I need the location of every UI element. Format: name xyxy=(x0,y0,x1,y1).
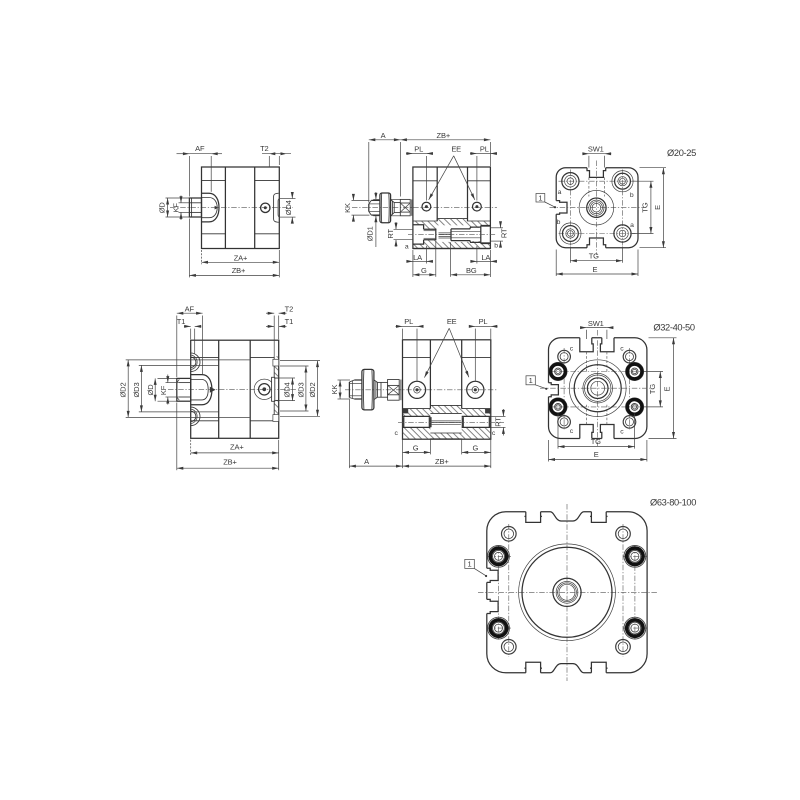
svg-text:TG: TG xyxy=(591,437,601,446)
svg-text:ZB+: ZB+ xyxy=(437,131,451,140)
svg-text:ØD2: ØD2 xyxy=(308,383,317,398)
svg-text:A: A xyxy=(381,131,386,140)
svg-text:c: c xyxy=(620,428,624,435)
svg-text:a: a xyxy=(630,222,634,229)
svg-text:b: b xyxy=(557,219,561,226)
svg-text:ZB+: ZB+ xyxy=(435,457,449,466)
svg-text:TG: TG xyxy=(589,251,599,260)
svg-text:ØD4: ØD4 xyxy=(284,200,293,215)
svg-text:AF: AF xyxy=(185,304,195,313)
svg-text:PL: PL xyxy=(414,144,423,153)
svg-text:T2: T2 xyxy=(285,304,293,313)
svg-text:KF: KF xyxy=(159,385,168,395)
svg-text:c: c xyxy=(570,345,574,352)
svg-text:LA: LA xyxy=(481,253,490,262)
svg-text:a: a xyxy=(405,244,409,251)
svg-text:BG: BG xyxy=(466,266,477,275)
svg-text:RT: RT xyxy=(386,228,395,238)
svg-text:RT: RT xyxy=(499,228,508,238)
svg-text:TG: TG xyxy=(648,384,657,394)
svg-text:EE: EE xyxy=(451,145,461,154)
svg-text:PL: PL xyxy=(479,317,488,326)
svg-text:a: a xyxy=(558,189,562,196)
svg-text:1: 1 xyxy=(538,194,542,203)
svg-text:c: c xyxy=(620,346,624,353)
svg-text:ZB+: ZB+ xyxy=(223,458,237,467)
svg-text:Ø20-25: Ø20-25 xyxy=(667,148,696,158)
svg-text:c: c xyxy=(570,428,574,435)
svg-text:PL: PL xyxy=(480,144,489,153)
svg-text:G: G xyxy=(473,444,479,453)
svg-text:A: A xyxy=(364,457,369,466)
svg-text:ØD3: ØD3 xyxy=(132,383,141,398)
svg-text:E: E xyxy=(662,386,671,391)
svg-text:SW1: SW1 xyxy=(588,145,604,154)
svg-text:c: c xyxy=(394,430,398,437)
svg-text:G: G xyxy=(421,266,427,275)
svg-text:KF: KF xyxy=(171,203,180,213)
svg-text:ZB+: ZB+ xyxy=(232,266,246,275)
svg-text:AF: AF xyxy=(195,144,205,153)
svg-text:E: E xyxy=(653,205,662,210)
svg-text:LA: LA xyxy=(413,253,422,262)
svg-text:PL: PL xyxy=(404,317,413,326)
svg-text:SW1: SW1 xyxy=(588,319,604,328)
svg-text:1: 1 xyxy=(467,560,471,569)
svg-text:KK: KK xyxy=(330,385,339,395)
svg-text:EE: EE xyxy=(447,317,457,326)
svg-text:T1: T1 xyxy=(177,317,185,326)
svg-text:ZA+: ZA+ xyxy=(234,253,248,262)
svg-text:T2: T2 xyxy=(260,144,268,153)
svg-text:E: E xyxy=(594,450,599,459)
svg-text:ØD1: ØD1 xyxy=(366,226,375,241)
svg-text:ZA+: ZA+ xyxy=(230,442,244,451)
svg-text:TG: TG xyxy=(641,202,650,212)
svg-text:b: b xyxy=(494,242,498,249)
svg-text:b: b xyxy=(630,192,634,199)
svg-text:RT: RT xyxy=(493,417,502,427)
svg-text:KK: KK xyxy=(343,203,352,213)
svg-text:1: 1 xyxy=(529,376,533,385)
svg-text:E: E xyxy=(592,265,597,274)
svg-text:Ø63-80-100: Ø63-80-100 xyxy=(650,497,696,507)
svg-text:Ø32-40-50: Ø32-40-50 xyxy=(653,322,694,332)
svg-text:ØD: ØD xyxy=(157,202,166,214)
svg-text:G: G xyxy=(413,444,419,453)
svg-text:c: c xyxy=(492,430,496,437)
svg-text:ØD4: ØD4 xyxy=(282,383,291,398)
svg-text:ØD: ØD xyxy=(146,384,155,396)
svg-text:ØD3: ØD3 xyxy=(297,383,306,398)
svg-text:ØD2: ØD2 xyxy=(119,383,128,398)
svg-text:T1: T1 xyxy=(285,317,293,326)
